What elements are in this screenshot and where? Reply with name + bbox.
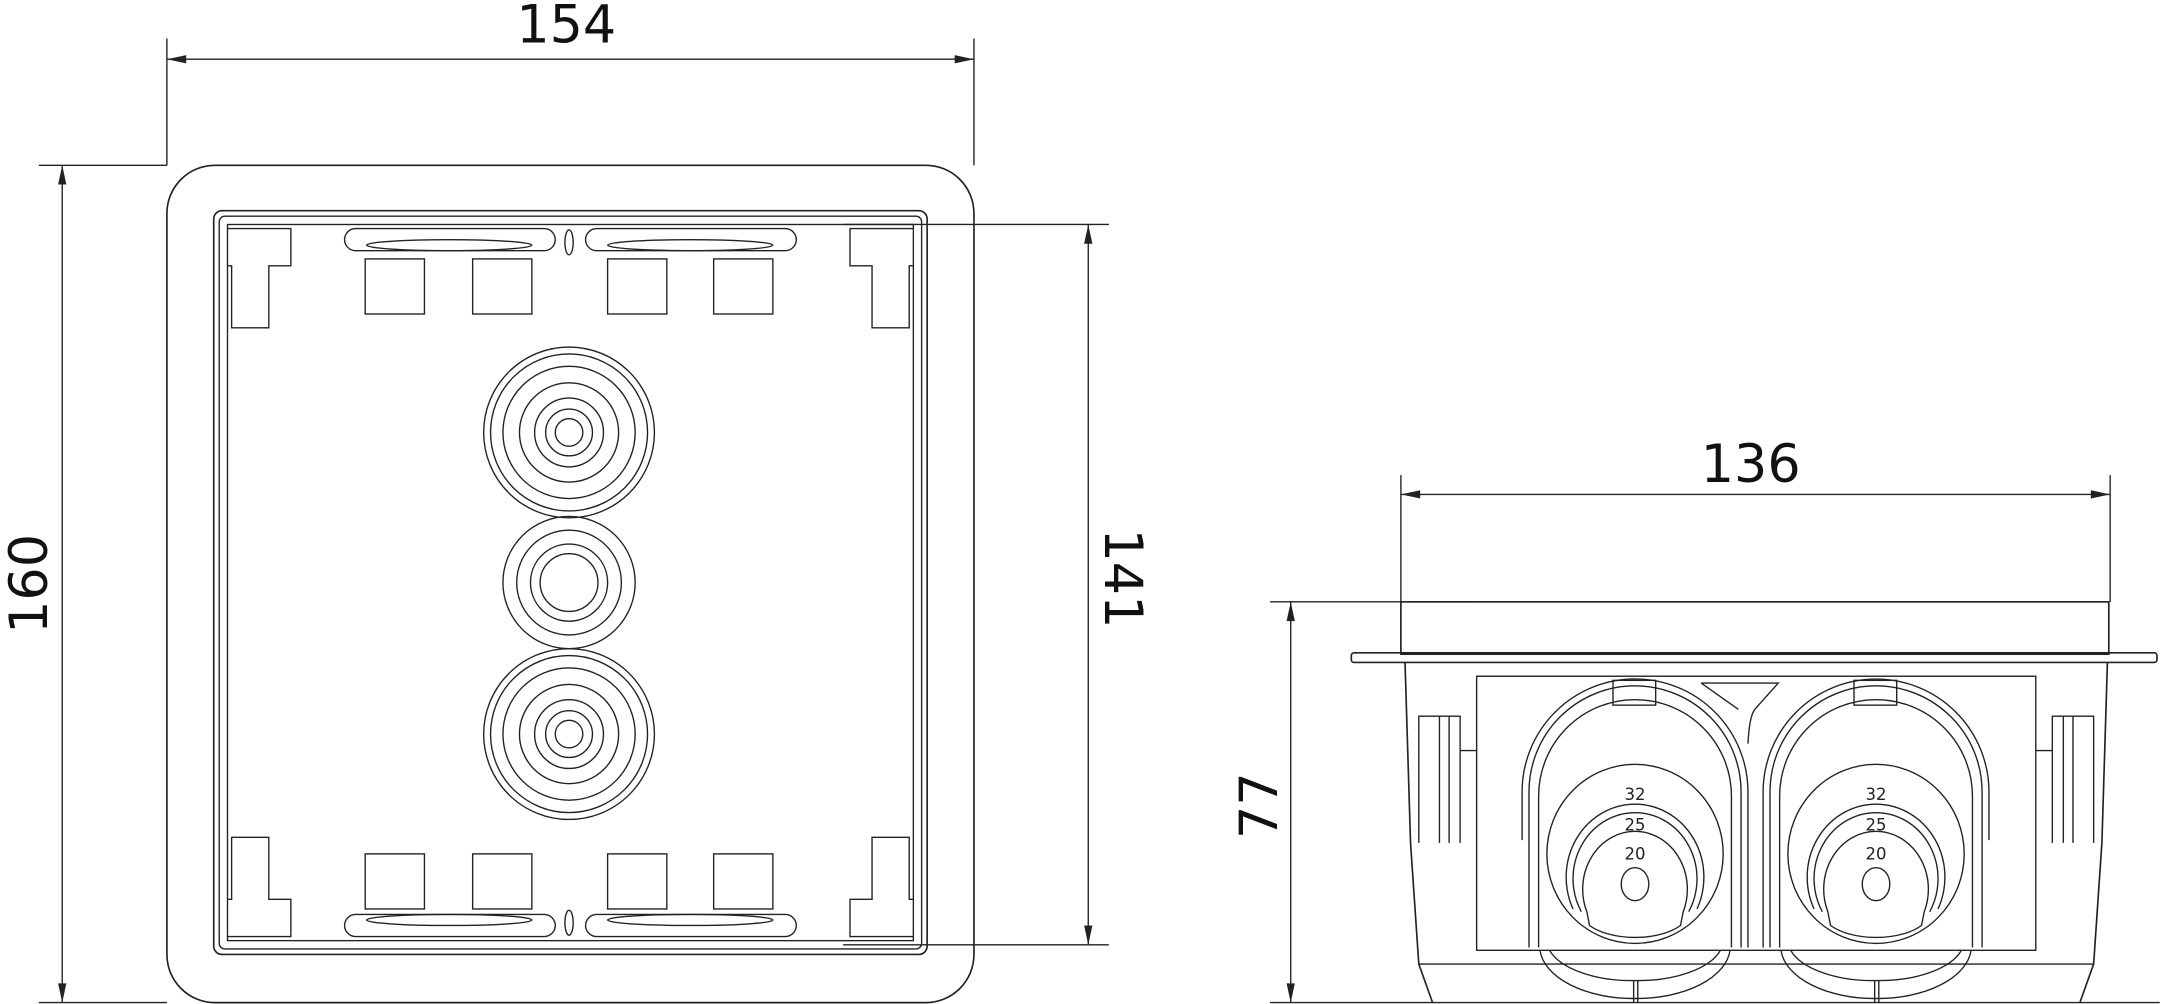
side-width-label: 136	[1701, 434, 1801, 495]
dimension-160: 160	[0, 164, 167, 1004]
outer-frame	[166, 164, 975, 1004]
size-label-25: 25	[1866, 815, 1887, 834]
size-label-32: 32	[1866, 785, 1887, 804]
front-view: 154 160 141	[0, 0, 1153, 1004]
edge-knockouts	[343, 227, 797, 938]
side-clips	[1418, 715, 2095, 843]
dimension-141: 141	[843, 223, 1153, 946]
cable-entries: 32 25 20 32 25 20	[1521, 678, 1990, 1003]
depth-label: 77	[1229, 772, 1290, 839]
top-plate	[1400, 601, 2110, 656]
side-view: 32 25 20 32 25 20 136 77	[1229, 434, 2160, 1004]
knockout-right	[1787, 763, 1965, 945]
dimension-136: 136	[1400, 434, 2111, 602]
height-label: 160	[0, 534, 60, 634]
size-label-25: 25	[1625, 815, 1646, 834]
width-label: 154	[516, 0, 616, 56]
size-label-32: 32	[1625, 785, 1646, 804]
size-label-20: 20	[1625, 844, 1646, 863]
dimension-154: 154	[166, 0, 975, 166]
dimension-77: 77	[1229, 601, 2160, 1004]
inner-frame	[212, 209, 928, 956]
corner-clips	[227, 227, 914, 938]
center-knockouts	[482, 346, 656, 821]
knockout-left	[1546, 763, 1724, 945]
flange	[1350, 651, 2158, 664]
screw-posts	[364, 258, 774, 910]
inner-height-label: 141	[1092, 528, 1153, 628]
body-outline	[1404, 662, 2109, 1003]
size-label-20: 20	[1866, 844, 1887, 863]
